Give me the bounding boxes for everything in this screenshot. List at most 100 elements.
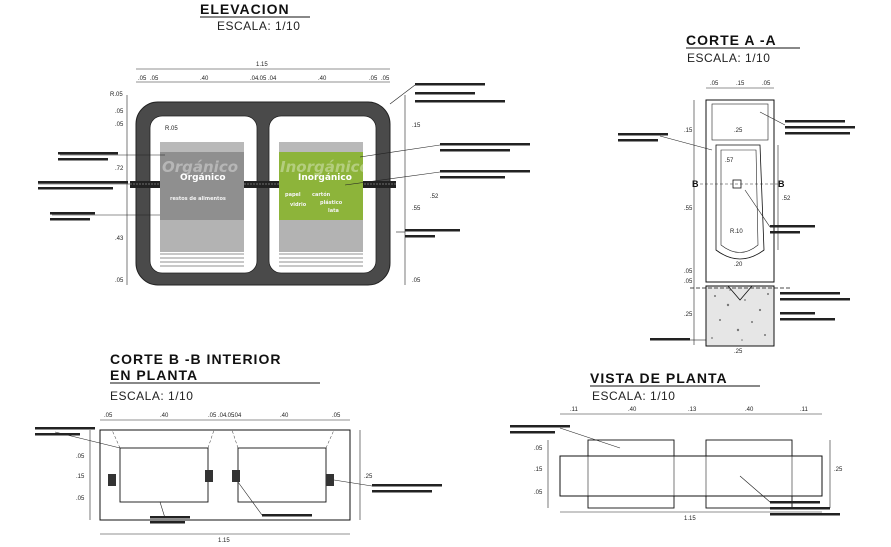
corte-aa-top-dim: .05 bbox=[710, 81, 719, 87]
vista-planta-top-dim: .11 bbox=[570, 407, 579, 413]
corte-bb-view: CORTE B -B INTERIOR EN PLANTA ESCALA: 1/… bbox=[35, 351, 442, 544]
corte-bb-top-dim: .05 bbox=[208, 413, 217, 419]
corte-aa-right-dim: .52 bbox=[782, 196, 791, 202]
vista-planta-support-bar bbox=[559, 455, 823, 497]
bin-inorganico-sub: papel bbox=[285, 192, 301, 198]
svg-text:Inorgánico: Inorgánico bbox=[280, 158, 370, 176]
corte-bb-bin-left bbox=[119, 447, 209, 503]
corte-bb-bracket bbox=[326, 474, 334, 486]
corte-aa-left-dim: .05 bbox=[684, 269, 693, 275]
corte-bb-top-dim: .05 bbox=[104, 413, 113, 419]
corte-bb-top-dim: .40 bbox=[280, 413, 289, 419]
elevation-dim: .04 bbox=[250, 76, 259, 82]
corte-bb-bin-right bbox=[237, 447, 327, 503]
vista-planta-leader-notes bbox=[510, 425, 840, 516]
corte-bb-total-dim: 1.15 bbox=[218, 538, 230, 544]
corte-aa-left-dim: .55 bbox=[684, 206, 693, 212]
corte-bb-bracket bbox=[108, 474, 116, 486]
bin-inorganico-sub: vidrio bbox=[290, 202, 307, 208]
elevation-right-dim: .55 bbox=[412, 206, 421, 212]
corte-bb-left-dim: .05 bbox=[76, 496, 85, 502]
corte-aa-cut-label: B bbox=[692, 179, 699, 189]
corte-bb-top-dim: .05 bbox=[226, 413, 235, 419]
corte-aa-title: CORTE A -A bbox=[686, 32, 777, 48]
elevation-right-dim: .52 bbox=[430, 194, 439, 200]
corte-aa-left-dim: .25 bbox=[684, 312, 693, 318]
elevation-radius-label: R.05 bbox=[165, 126, 178, 132]
bin-organico-sub: restos de alimentos bbox=[170, 196, 226, 202]
corte-aa-inner-dim: R.10 bbox=[730, 229, 743, 235]
elevation-view: ELEVACION ESCALA: 1/10 1.15 .05 .05 .40 … bbox=[38, 1, 530, 286]
corte-aa-lid bbox=[711, 103, 769, 141]
corte-bb-title-1: CORTE B -B INTERIOR bbox=[110, 351, 281, 367]
corte-aa-inner-dim: .25 bbox=[734, 349, 743, 355]
corte-aa-leader-notes bbox=[618, 111, 855, 341]
corte-aa-left-dim: .15 bbox=[684, 128, 693, 134]
elevation-dim: .05 bbox=[381, 76, 390, 82]
elevation-scale: ESCALA: 1/10 bbox=[217, 19, 300, 33]
elevation-left-dim: .05 bbox=[115, 278, 124, 284]
corte-aa-foundation bbox=[705, 285, 775, 347]
vista-planta-top-dim: .13 bbox=[688, 407, 697, 413]
elevation-dim: .40 bbox=[318, 76, 327, 82]
corte-bb-right-dim: .25 bbox=[364, 474, 373, 480]
elevation-right-dim: .15 bbox=[412, 123, 421, 129]
bin-organico: Orgánico Orgánico restos de alimentos bbox=[160, 142, 244, 267]
support-bar bbox=[130, 181, 396, 188]
vista-planta-left-dim: .05 bbox=[534, 446, 543, 452]
vista-planta-bin-left-bottom bbox=[587, 495, 675, 509]
elevation-leader-notes bbox=[38, 83, 530, 238]
corte-bb-top-dim: .04 bbox=[218, 413, 227, 419]
elevation-left-dim: .05 bbox=[115, 122, 124, 128]
corte-bb-left-dim: .05 bbox=[76, 454, 85, 460]
elevation-dim: .05 bbox=[138, 76, 147, 82]
elevation-dim-total: 1.15 bbox=[256, 62, 268, 68]
corte-bb-title-2: EN PLANTA bbox=[110, 367, 198, 383]
bin-inorganico-sub: lata bbox=[328, 208, 339, 214]
bin-inorganico-sub: cartón bbox=[312, 191, 331, 198]
corte-aa-top-dim: .15 bbox=[736, 81, 745, 87]
vista-planta-total-dim: 1.15 bbox=[684, 516, 696, 522]
corte-bb-top-dim: .40 bbox=[160, 413, 169, 419]
corte-aa-scale: ESCALA: 1/10 bbox=[687, 51, 770, 65]
vista-planta-left-dim: .05 bbox=[534, 490, 543, 496]
vista-planta-view: VISTA DE PLANTA ESCALA: 1/10 .11 .40 .13… bbox=[510, 370, 843, 522]
corte-aa-view: CORTE A -A ESCALA: 1/10 .05 .15 .05 B B … bbox=[618, 32, 855, 355]
elevation-dim: .04 bbox=[268, 76, 277, 82]
corte-bb-top-dim: .05 bbox=[332, 413, 341, 419]
vista-planta-top-dim: .40 bbox=[745, 407, 754, 413]
elevation-right-dim: .05 bbox=[412, 278, 421, 284]
bin-inorganico: Inorgánico Inorgánico papel cartón vidri… bbox=[279, 142, 370, 267]
corte-bb-leader-notes bbox=[35, 427, 442, 524]
vista-planta-bin-left-top bbox=[587, 439, 675, 457]
elevation-radius-label: R.05 bbox=[110, 92, 123, 98]
vista-planta-title: VISTA DE PLANTA bbox=[590, 370, 728, 386]
vista-planta-left-dim: .15 bbox=[534, 467, 543, 473]
elevation-left-dim: .72 bbox=[115, 166, 124, 172]
corte-aa-inner-dim: .20 bbox=[734, 262, 743, 268]
corte-bb-top-dim: .04 bbox=[233, 413, 242, 419]
vista-planta-top-dim: .11 bbox=[800, 407, 809, 413]
elevation-title: ELEVACION bbox=[200, 1, 290, 17]
elevation-dim: .05 bbox=[150, 76, 159, 82]
bin-inorganico-label: Inorgánico bbox=[298, 173, 352, 183]
svg-text:Orgánico: Orgánico bbox=[162, 158, 238, 176]
vista-planta-scale: ESCALA: 1/10 bbox=[592, 389, 675, 403]
corte-aa-top-dim: .05 bbox=[762, 81, 771, 87]
corte-aa-inner-dim: .57 bbox=[725, 158, 734, 164]
corte-bb-bracket bbox=[232, 470, 240, 482]
vista-planta-top-dim: .40 bbox=[628, 407, 637, 413]
corte-bb-bracket bbox=[205, 470, 213, 482]
corte-bb-left-dim: .15 bbox=[76, 474, 85, 480]
corte-aa-bin-profile bbox=[715, 144, 765, 260]
elevation-left-dim: .43 bbox=[115, 236, 124, 242]
corte-aa-cut-label: B bbox=[778, 179, 785, 189]
corte-aa-body bbox=[705, 99, 775, 283]
elevation-left-dim: .05 bbox=[115, 109, 124, 115]
bin-organico-label: Orgánico bbox=[180, 173, 226, 183]
corte-bb-outline bbox=[99, 429, 351, 521]
corte-aa-left-dim: .05 bbox=[684, 279, 693, 285]
corte-aa-inner-dim: .25 bbox=[734, 128, 743, 134]
vista-planta-right-dim: .25 bbox=[834, 467, 843, 473]
